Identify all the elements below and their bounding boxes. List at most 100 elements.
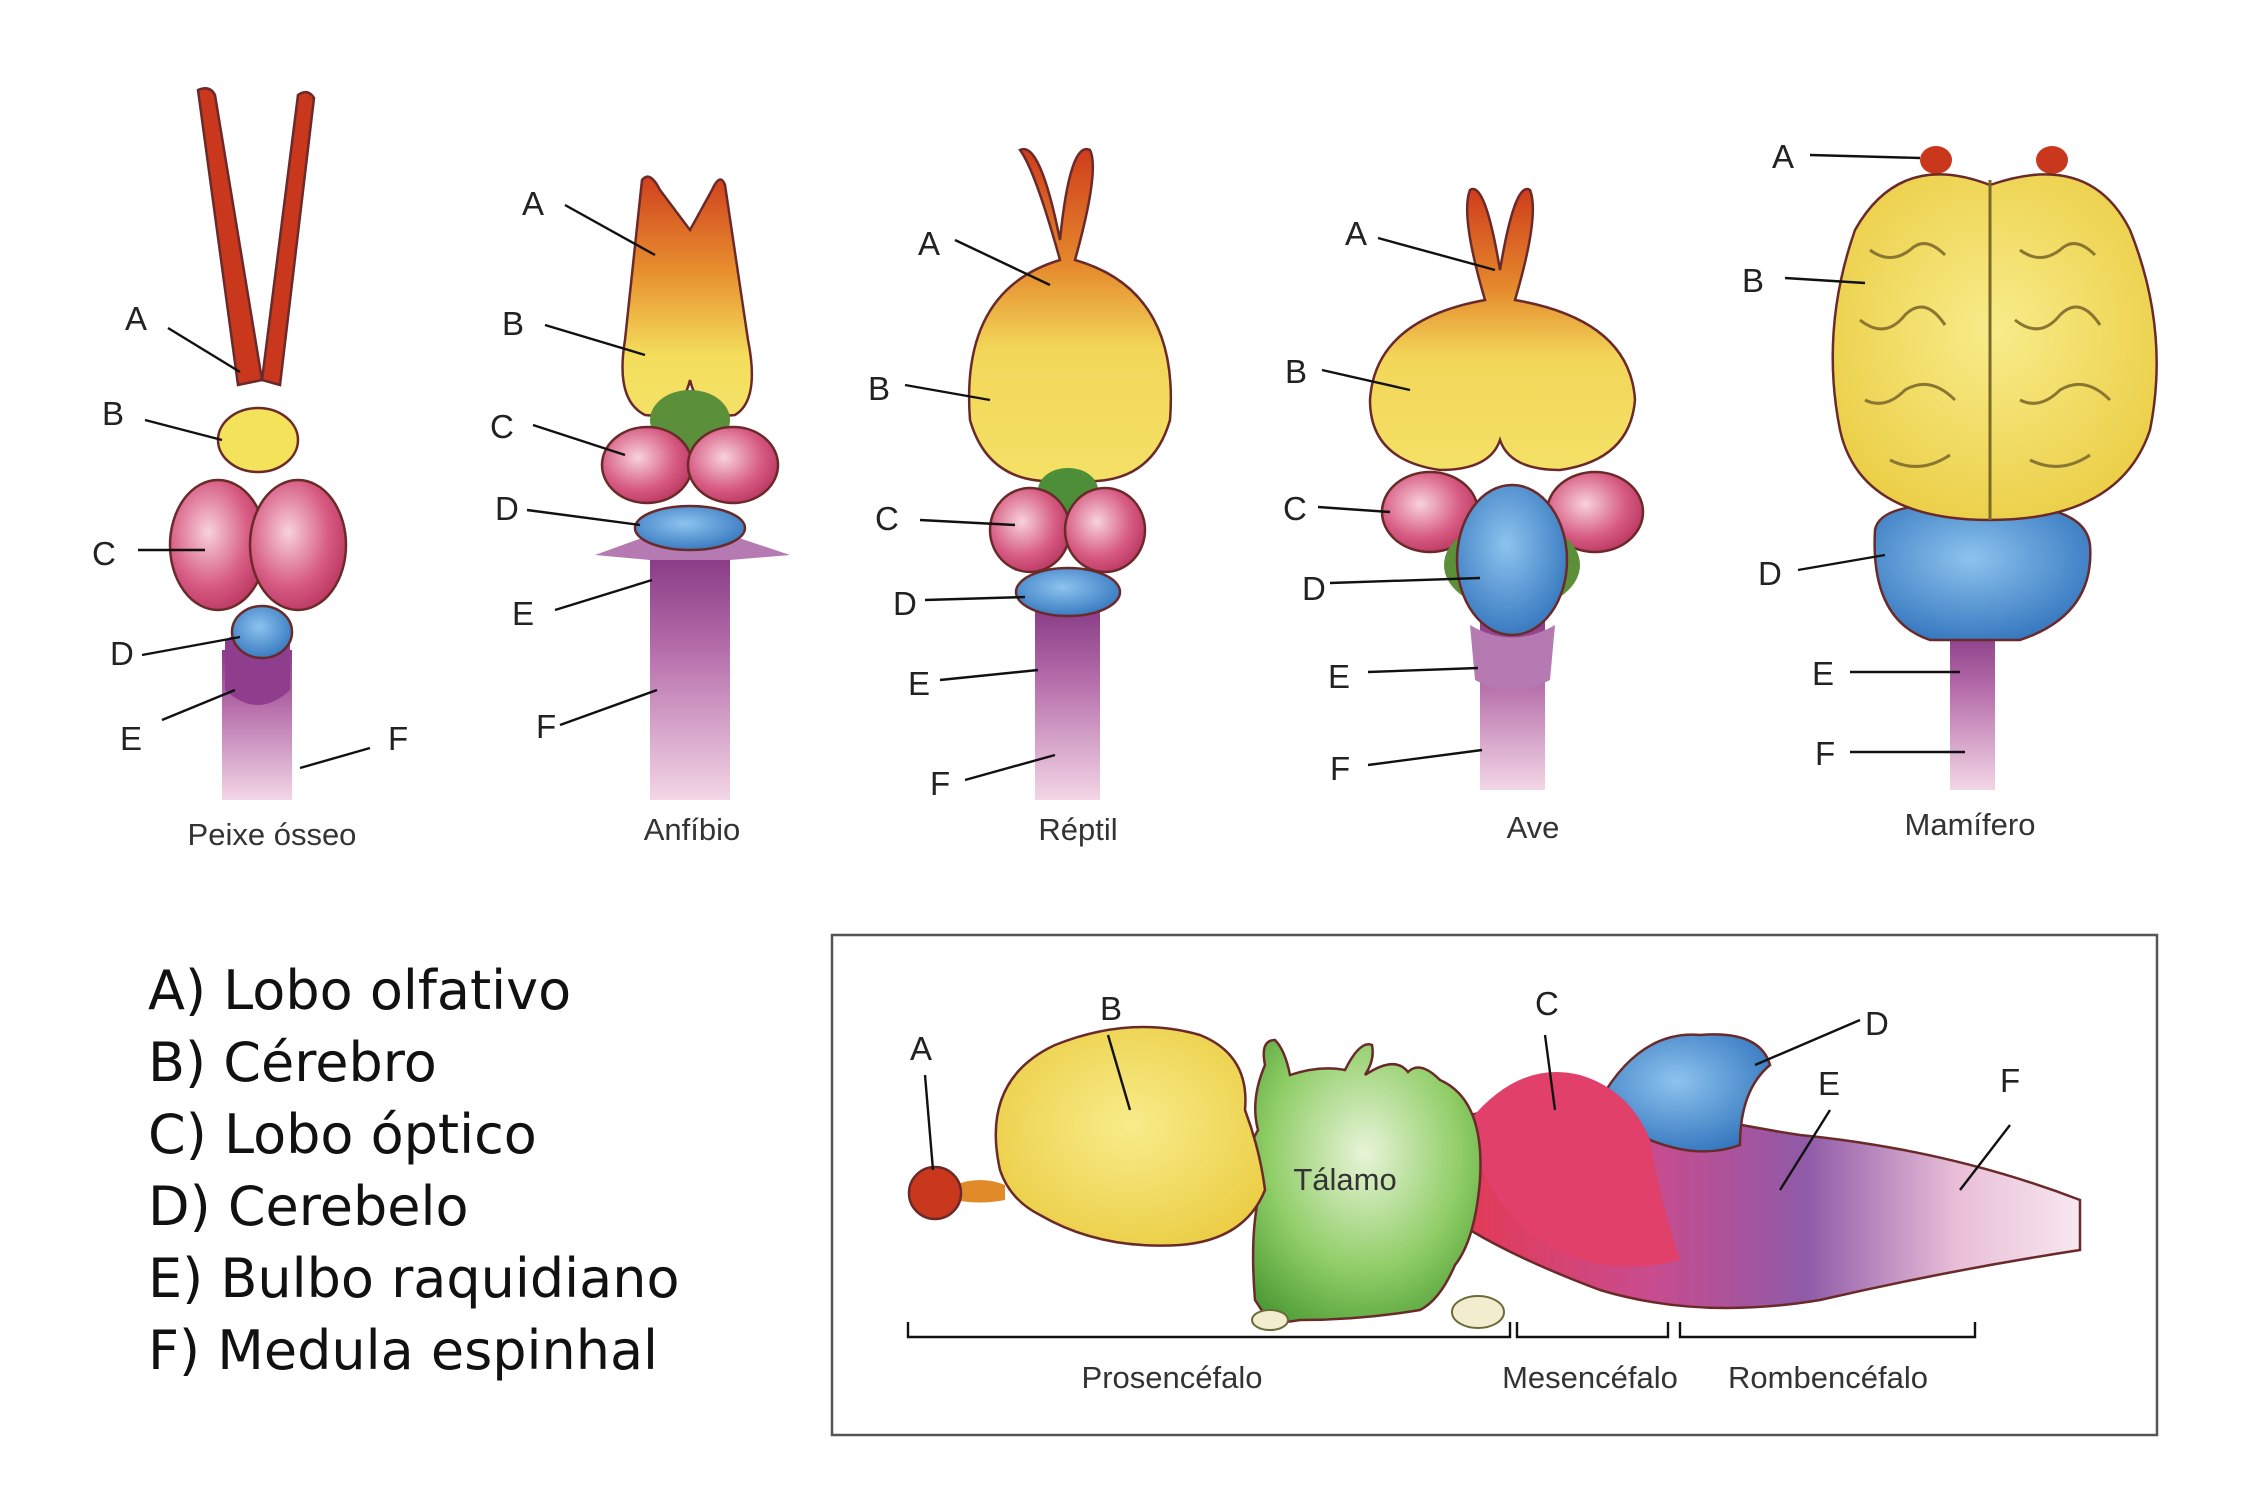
fish-caption: Peixe ósseo — [188, 817, 357, 852]
bird-cerebrum — [1368, 187, 1637, 472]
fish-label-d: D — [110, 635, 134, 672]
reptile-label-e: E — [908, 665, 930, 702]
amphibian-labels: A B C D E F Anfíbio — [490, 185, 740, 847]
mammal-brain — [1831, 146, 2158, 790]
embryo-thalamus-label: Tálamo — [1293, 1162, 1396, 1197]
bird-label-c: C — [1283, 490, 1307, 527]
embryo-label-d: D — [1865, 1005, 1889, 1042]
legend-item-e: E) Bulbo raquidiano — [148, 1247, 680, 1310]
embryo-lead-c — [1543, 1034, 1557, 1111]
amphibian-label-a: A — [522, 185, 544, 222]
legend-item-f: F) Medula espinhal — [148, 1319, 659, 1382]
embryo-lead-e — [1778, 1109, 1832, 1191]
amphibian-optic-lobe-left — [600, 425, 694, 505]
bird-label-b: B — [1285, 353, 1307, 390]
reptile-cerebellum — [1014, 566, 1122, 618]
mammal-label-b: B — [1742, 262, 1764, 299]
mammal-label-d: D — [1758, 555, 1782, 592]
fish-label-a: A — [125, 300, 147, 337]
mammal-cerebrum — [1831, 173, 2158, 522]
fish-labels: A B C D E F Peixe ósseo — [92, 300, 408, 852]
mammal-olfactory-right — [2036, 146, 2068, 174]
fish-olfactory-stalk-left — [196, 87, 264, 387]
reptile-label-c: C — [875, 500, 899, 537]
amphibian-brain — [595, 175, 790, 800]
mammal-spinal-cord — [1950, 630, 1995, 790]
fish-label-f: F — [388, 720, 408, 757]
amphibian-optic-lobe-right — [686, 425, 780, 505]
legend: A) Lobo olfativo B) Cérebro C) Lobo ópti… — [148, 955, 848, 1387]
bird-labels: A B C D E F Ave — [1283, 215, 1559, 845]
region-mesencephalon: Mesencéfalo — [1502, 1360, 1678, 1395]
embryonic-brain-panel: A B C D E F Tálamo Prosencéfalo Mesencéf… — [830, 933, 2159, 1437]
reptile-optic-lobe-left — [988, 486, 1072, 574]
embryo-label-e: E — [1818, 1065, 1840, 1102]
reptile-label-a: A — [918, 225, 940, 262]
fish-optic-lobe-right — [248, 478, 348, 612]
legend-item-a: A) Lobo olfativo — [148, 959, 572, 1022]
reptile-spinal-cord — [1035, 610, 1100, 800]
reptile-labels: A B C D E F Réptil — [868, 225, 1118, 847]
embryo-lead-b — [1106, 1034, 1132, 1111]
region-rhombencephalon: Rombencéfalo — [1728, 1360, 1928, 1395]
mammal-gyri-right — [2014, 242, 2112, 468]
embryo-mesencephalon — [1470, 1072, 1680, 1267]
legend-item-c: C) Lobo óptico — [148, 1103, 537, 1166]
reptile-label-d: D — [893, 585, 917, 622]
amphibian-label-c: C — [490, 408, 514, 445]
embryo-label-a: A — [910, 1030, 932, 1067]
bird-medulla — [1470, 625, 1555, 690]
embryo-pituitary — [1451, 1295, 1505, 1329]
amphibian-label-d: D — [495, 490, 519, 527]
amphibian-label-e: E — [512, 595, 534, 632]
amphibian-cerebellum — [633, 504, 747, 552]
bracket-mesencephalon — [1515, 1322, 1670, 1339]
fish-label-b: B — [102, 395, 124, 432]
fish-olfactory-stalk-right — [260, 90, 316, 387]
bird-cerebellum — [1455, 483, 1569, 637]
embryo-label-c: C — [1535, 985, 1559, 1022]
embryo-cerebellum — [1598, 1033, 1772, 1153]
bracket-prosencephalon — [906, 1322, 1512, 1339]
embryo-lead-f — [1959, 1124, 2011, 1191]
reptile-label-f: F — [930, 765, 950, 802]
mammal-cerebellum — [1873, 503, 2092, 642]
embryo-thalamus — [1247, 1038, 1482, 1324]
amphibian-caption: Anfíbio — [644, 812, 741, 847]
amphibian-spinal-cord — [650, 560, 730, 800]
reptile-label-b: B — [868, 370, 890, 407]
bird-brain — [1368, 187, 1645, 790]
fish-label-c: C — [92, 535, 116, 572]
embryo-label-b: B — [1100, 990, 1122, 1027]
bracket-rhombencephalon — [1678, 1322, 1977, 1339]
embryo-label-f: F — [2000, 1062, 2020, 1099]
reptile-cerebrum — [967, 147, 1173, 483]
mammal-label-e: E — [1812, 655, 1834, 692]
bird-label-a: A — [1345, 215, 1367, 252]
fish-cerebrum — [216, 406, 300, 474]
bird-label-f: F — [1330, 750, 1350, 787]
bird-label-d: D — [1302, 570, 1326, 607]
embryo-lead-d — [1754, 1018, 1861, 1067]
mammal-olfactory-left — [1920, 146, 1952, 174]
embryo-olfactory-stalk — [955, 1180, 1005, 1203]
fish-brain — [168, 87, 348, 800]
fish-cerebellum — [230, 604, 294, 660]
legend-item-b: B) Cérebro — [148, 1031, 437, 1094]
embryo-optic-stalk — [1251, 1309, 1289, 1331]
region-prosencephalon: Prosencéfalo — [1082, 1360, 1263, 1395]
amphibian-label-b: B — [502, 305, 524, 342]
bird-caption: Ave — [1507, 810, 1560, 845]
legend-item-d: D) Cerebelo — [148, 1175, 469, 1238]
reptile-optic-lobe-right — [1063, 486, 1147, 574]
mammal-gyri-left — [1859, 242, 1957, 468]
embryo-lead-a — [923, 1074, 935, 1171]
reptile-caption: Réptil — [1038, 812, 1117, 847]
reptile-brain — [967, 147, 1173, 800]
mammal-caption: Mamífero — [1905, 807, 2036, 842]
mammal-label-f: F — [1815, 735, 1835, 772]
leader-lines — [138, 153, 1965, 782]
embryo-cerebrum — [994, 1025, 1267, 1247]
bird-label-e: E — [1328, 658, 1350, 695]
